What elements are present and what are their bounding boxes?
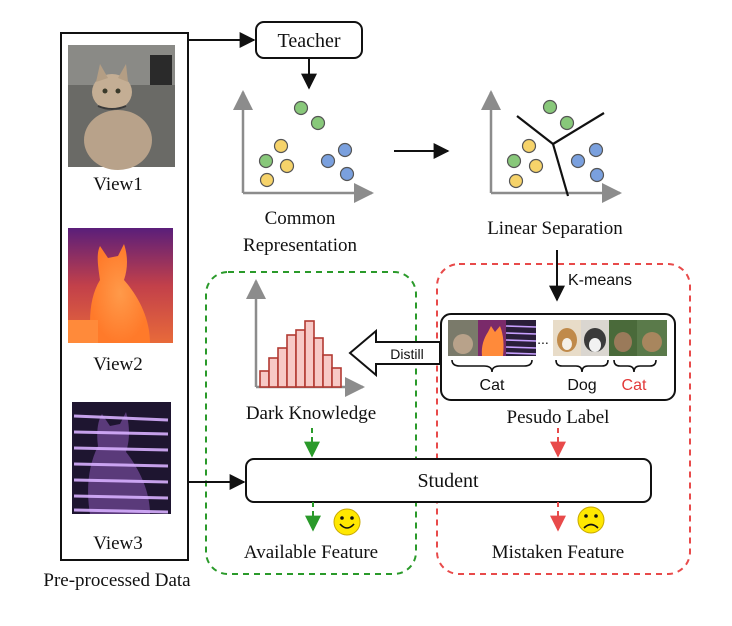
green-dashed-region [205,271,417,575]
dark-knowledge-histogram [246,279,365,397]
pseudo-label-title: Pesudo Label [507,407,610,428]
point-yellow [273,138,289,154]
point-green [542,99,558,115]
mistaken-feature-label: Mistaken Feature [492,542,624,563]
point-blue [588,142,604,158]
point-blue [589,167,605,183]
view3-structured-light-image [72,402,171,514]
distill-label: Distill [390,346,423,362]
preprocessed-data-label: Pre-processed Data [43,570,191,591]
sad-face-icon [577,506,605,534]
available-feature-label: Available Feature [244,542,378,563]
kmeans-label: K-means [568,272,632,289]
view2-segmentation-image [68,228,173,343]
point-yellow [259,172,275,188]
happy-face-icon [333,508,361,536]
view1-label: View1 [93,174,143,195]
histogram-bar [268,357,279,388]
point-green [258,153,274,169]
histogram-bar [259,370,270,388]
ellipsis: ... [537,331,549,347]
histogram-bar [322,354,333,388]
point-blue [339,166,355,182]
separation-line [551,143,570,197]
pseudo-label-braces [451,359,657,373]
pseudo-label-thumbnails: ... [448,320,667,356]
teacher-label: Teacher [278,30,341,52]
view3-label: View3 [93,533,143,554]
point-green [293,100,309,116]
pseudo-tag-cat: Cat [480,377,505,394]
separation-line [552,112,605,145]
view2-label: View2 [93,354,143,375]
histogram-bar [295,329,306,388]
point-blue [320,153,336,169]
histogram-bar [277,347,288,388]
student-label: Student [417,470,479,492]
point-yellow [528,158,544,174]
preprocessed-data-box [60,32,189,561]
point-yellow [279,158,295,174]
red-dashed-region [436,263,691,575]
common-representation-label-line1: Common [265,208,336,229]
histogram-bar [313,337,324,388]
separation-line [516,115,554,145]
point-blue [337,142,353,158]
common-representation-scatter [233,90,374,203]
point-yellow [521,138,537,154]
student-box [245,458,652,503]
dark-knowledge-label: Dark Knowledge [246,403,376,424]
pseudo-tag-dog: Dog [567,377,596,394]
pseudo-tag-wrong-cat: Cat [622,377,647,394]
point-green [310,115,326,131]
point-yellow [508,173,524,189]
linear-separation-label: Linear Separation [487,218,623,239]
point-blue [570,153,586,169]
view1-cat-photo [68,45,175,170]
histogram-bar [304,320,315,388]
point-green [506,153,522,169]
common-representation-label-line2: Representation [243,235,357,256]
histogram-bar [286,334,297,388]
distill-arrow: Distill [348,328,441,378]
histogram-bar [331,367,342,388]
point-green [559,115,575,131]
linear-separation-scatter [481,90,622,203]
